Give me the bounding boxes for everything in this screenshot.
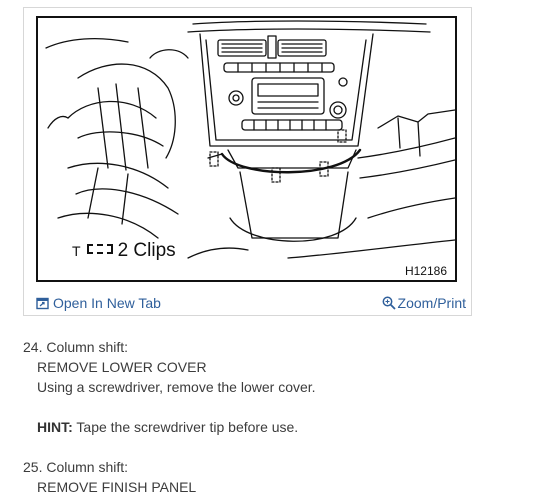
step-24-hint: HINT: Tape the screwdriver tip before us…: [23, 417, 523, 437]
step-24-title: REMOVE LOWER COVER: [37, 359, 207, 375]
dashboard-diagram: T 2 Clips H12186: [36, 16, 457, 282]
dashboard-line-drawing: [45, 20, 455, 259]
clips-legend: T 2 Clips: [72, 240, 176, 262]
step-24-instruction: Using a screwdriver, remove the lower co…: [37, 379, 316, 395]
open-in-new-tab-link[interactable]: Open In New Tab: [36, 295, 161, 311]
legend-text: 2 Clips: [117, 240, 176, 261]
hint-text: Tape the screwdriver tip before use.: [76, 419, 299, 435]
step-25-number: 25. Column shift:: [23, 459, 129, 475]
magnifier-icon: [382, 296, 396, 310]
figure-code: H12186: [404, 264, 447, 278]
step-25-title: REMOVE FINISH PANEL: [37, 479, 197, 495]
clip-marker-icon: [86, 244, 113, 255]
step-24-number: 24. Column shift:: [23, 339, 129, 355]
open-in-new-tab-label: Open In New Tab: [53, 295, 161, 311]
figure-card: T 2 Clips H12186 Open In New Tab Zoom/Pri…: [23, 7, 472, 316]
hint-label: HINT:: [37, 419, 73, 435]
zoom-print-link[interactable]: Zoom/Print: [382, 295, 466, 311]
legend-prefix: T: [72, 243, 81, 259]
figure-footer: Open In New Tab Zoom/Print: [24, 290, 471, 316]
open-in-new-tab-icon: [36, 297, 49, 309]
procedure-steps: 24. Column shift: REMOVE LOWER COVER Usi…: [23, 337, 523, 497]
zoom-print-label: Zoom/Print: [397, 295, 466, 311]
